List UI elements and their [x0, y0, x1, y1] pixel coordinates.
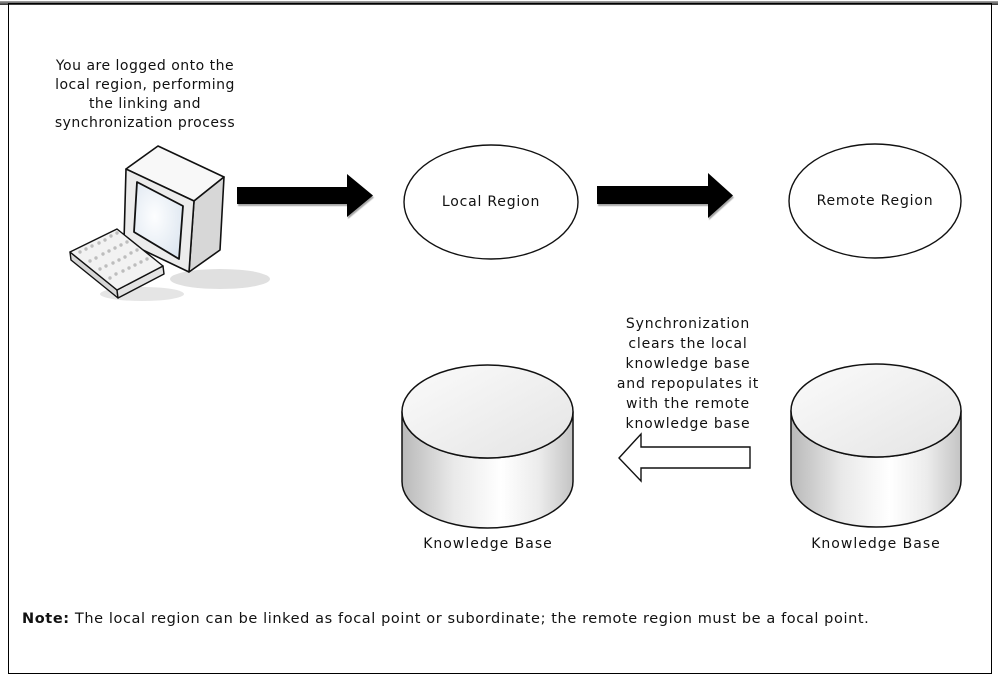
- sync-caption-line: Synchronization: [625, 316, 751, 332]
- intro-caption-line: local region, performing: [55, 77, 235, 93]
- remote-region-label: Remote Region: [816, 193, 934, 209]
- knowledge-base-label-right: Knowledge Base: [811, 536, 941, 552]
- computer-icon: [69, 145, 270, 301]
- database-cylinder-icon: [790, 363, 962, 528]
- monitor-screen: [133, 181, 184, 260]
- keyboard-keys: [78, 231, 149, 280]
- intro-caption-line: synchronization process: [54, 115, 236, 131]
- database-cylinder-icon: [401, 364, 574, 529]
- sync-caption-line: and repopulates it: [616, 376, 760, 392]
- arrow-left-outline-icon: [618, 432, 751, 483]
- knowledge-base-label-left: Knowledge Base: [423, 536, 553, 552]
- diagram-border: [8, 3, 992, 674]
- sync-caption-line: clears the local: [628, 336, 748, 352]
- monitor-shadow: [170, 269, 270, 289]
- intro-caption-line: You are logged onto the: [55, 58, 235, 74]
- sync-caption-line: knowledge base: [625, 356, 751, 372]
- keyboard-top-face: [69, 228, 164, 291]
- intro-caption-line: the linking and: [88, 96, 202, 112]
- sync-caption-line: with the remote: [626, 396, 750, 412]
- arrow-right-icon: [597, 173, 733, 218]
- note-body: The local region can be linked as focal …: [69, 611, 870, 627]
- intro-caption: You are logged onto the local region, pe…: [25, 57, 265, 133]
- arrow-right-icon: [237, 174, 373, 217]
- local-region-label: Local Region: [441, 194, 541, 210]
- note-prefix: Note:: [22, 611, 70, 627]
- remote-region-ellipse: [788, 143, 962, 259]
- note: Note: The local region can be linked as …: [22, 611, 972, 627]
- local-region-ellipse: [403, 144, 579, 260]
- sync-caption: Synchronization clears the local knowled…: [568, 314, 808, 434]
- cylinder-top: [790, 363, 962, 458]
- cylinder-top: [401, 364, 574, 459]
- sync-caption-line: knowledge base: [625, 416, 751, 432]
